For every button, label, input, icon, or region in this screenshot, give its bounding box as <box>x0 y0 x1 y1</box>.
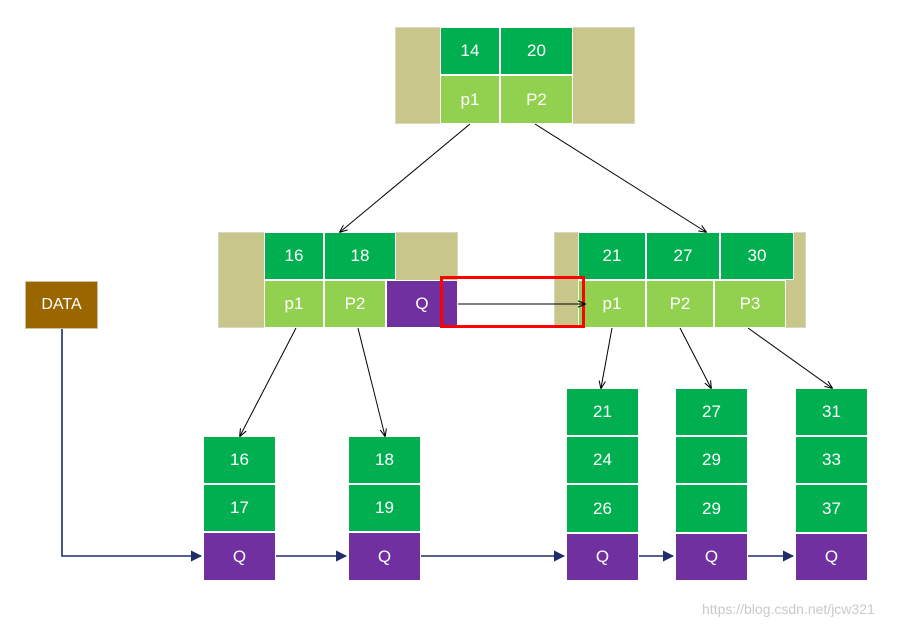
leaf-3-value-2: 24 <box>566 436 639 484</box>
leaf-1-next-pointer: Q <box>203 532 276 581</box>
right-p2-arrow <box>679 327 711 388</box>
right-p1-arrow <box>601 327 613 388</box>
leaf-3-next-pointer: Q <box>566 533 639 581</box>
root-p2-arrow <box>534 123 706 232</box>
internal-left-key-2: 18 <box>324 232 396 280</box>
leaf-2-value-2: 19 <box>348 484 421 532</box>
internal-right-ptr-3: P3 <box>714 280 786 328</box>
internal-right-key-1: 21 <box>578 232 646 280</box>
leaf-2-next-pointer: Q <box>348 532 421 581</box>
left-p2-arrow <box>357 327 385 436</box>
internal-right-key-3: 30 <box>720 232 794 280</box>
internal-right-ptr-2: P2 <box>646 280 714 328</box>
root-key-2: 20 <box>500 27 573 75</box>
left-p1-arrow <box>240 327 297 436</box>
root-ptr-1: p1 <box>440 75 500 124</box>
internal-left-next-pointer: Q <box>386 280 458 328</box>
internal-left-key-1: 16 <box>264 232 324 280</box>
watermark: https://blog.csdn.net/jcw321 <box>702 601 875 617</box>
leaf-4-value-2: 29 <box>675 436 748 484</box>
leaf-3-value-3: 26 <box>566 484 639 533</box>
root-key-1: 14 <box>440 27 500 75</box>
internal-left-ptr-1: p1 <box>264 280 324 328</box>
root-ptr-2: P2 <box>500 75 573 124</box>
right-p3-arrow <box>747 327 832 388</box>
internal-right-key-2: 27 <box>646 232 720 280</box>
internal-left-ptr-2: P2 <box>324 280 386 328</box>
leaf-1-value-2: 17 <box>203 484 276 532</box>
leaf-5-value-3: 37 <box>795 484 868 533</box>
root-p1-arrow <box>340 123 471 232</box>
leaf-4-value-3: 29 <box>675 484 748 533</box>
data-arrow <box>61 329 203 562</box>
leaf-1-value-1: 16 <box>203 436 276 484</box>
leaf-5-value-2: 33 <box>795 436 868 484</box>
leaf-5-next-pointer: Q <box>795 533 868 581</box>
leaf-4-next-pointer: Q <box>675 533 748 581</box>
data-box: DATA <box>25 281 98 329</box>
leaf-4-value-1: 27 <box>675 388 748 436</box>
internal-right-ptr-1: p1 <box>578 280 646 328</box>
